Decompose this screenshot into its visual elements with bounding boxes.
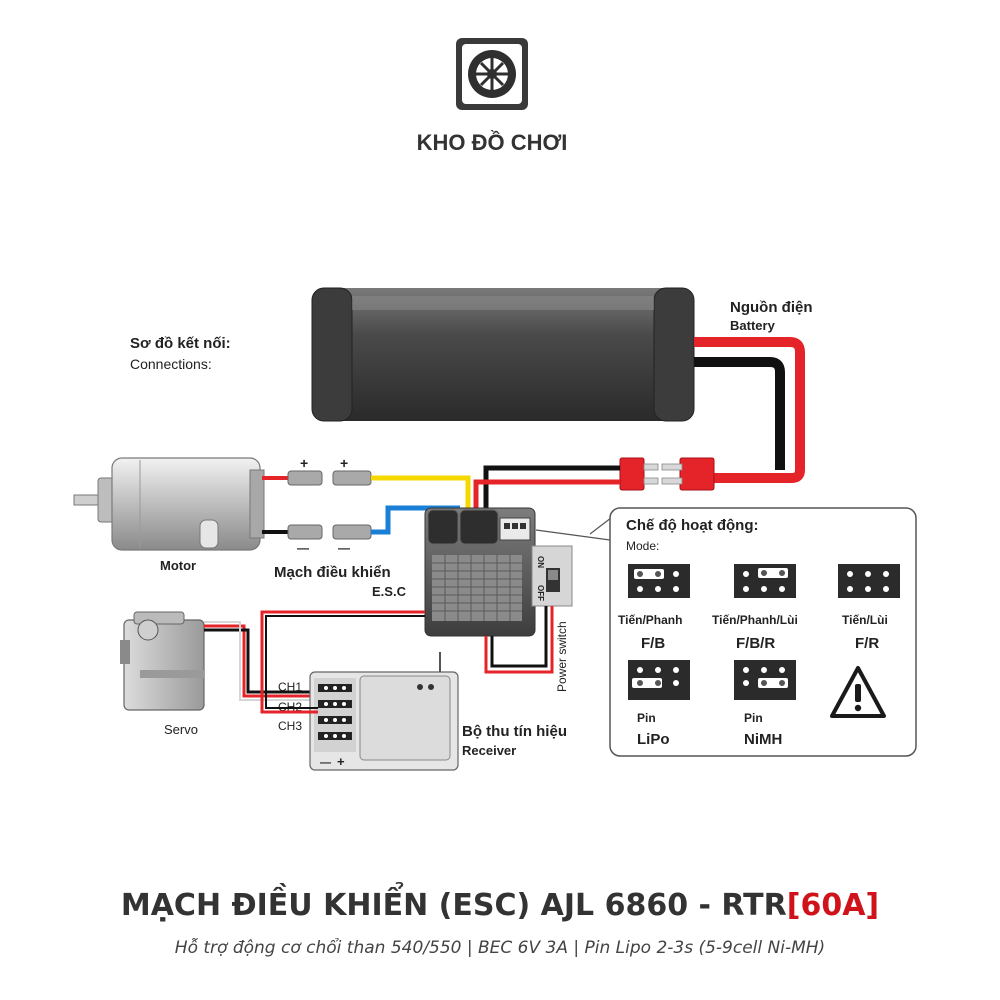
- battery-type-nimh: NiMH: [744, 731, 782, 748]
- motor-wires: [262, 470, 471, 540]
- jumper-nimh: [734, 660, 796, 700]
- jumper-fr: [838, 564, 900, 598]
- product-title-main: MẠCH ĐIỀU KHIỂN (ESC) AJL 6860 - RTR: [120, 888, 787, 923]
- motor-pos-right: +: [340, 455, 348, 471]
- power-switch-off: OFF: [536, 585, 545, 601]
- receiver-label-vi: Bộ thu tín hiệu: [462, 723, 567, 740]
- motor-neg-right: —: [338, 541, 350, 555]
- esc-label-en: E.S.C: [372, 584, 407, 599]
- mode-panel-title: Chế độ hoạt động:: [626, 517, 758, 534]
- battery-type-prefix-lipo: Pin: [637, 711, 656, 725]
- power-switch-on: ON: [536, 556, 545, 568]
- mode-panel-subtitle: Mode:: [626, 539, 659, 553]
- battery-type-lipo: LiPo: [637, 731, 670, 748]
- jumper-lipo: [628, 660, 690, 700]
- receiver-pos: +: [337, 754, 345, 769]
- esc-unit: [424, 507, 536, 637]
- receiver-ch1: CH1: [278, 680, 302, 694]
- receiver-neg: —: [320, 757, 331, 769]
- esc-label-vi: Mạch điều khiển: [274, 564, 391, 581]
- brand-logo: [456, 38, 528, 110]
- brand-name: KHO ĐỒ CHƠI: [417, 130, 568, 155]
- receiver: [309, 652, 459, 771]
- power-switch-wires: [484, 606, 554, 674]
- power-switch[interactable]: [531, 545, 573, 607]
- power-switch-label: Power switch: [555, 621, 569, 692]
- connections-label-vi: Sơ đồ kết nối:: [130, 335, 231, 352]
- mode-desc-fb: Tiến/Phanh: [618, 613, 682, 627]
- receiver-ch3: CH3: [278, 719, 302, 733]
- battery-label-en: Battery: [730, 318, 776, 333]
- battery-wires: [694, 337, 805, 483]
- motor-label: Motor: [160, 558, 196, 573]
- product-title-accent: [60A]: [786, 888, 880, 923]
- mode-code-fb: F/B: [641, 635, 665, 652]
- jumper-fb: [628, 564, 690, 598]
- warning-triangle-icon: [830, 666, 886, 718]
- mode-code-fr: F/R: [855, 635, 879, 652]
- servo: [120, 611, 205, 711]
- connections-label-en: Connections:: [130, 356, 212, 372]
- mode-panel: [535, 507, 917, 757]
- battery-connector: [619, 457, 715, 491]
- motor-neg-left: —: [297, 541, 309, 555]
- servo-wire: [204, 621, 318, 701]
- battery-type-prefix-nimh: Pin: [744, 711, 763, 725]
- battery-label-vi: Nguồn điện: [730, 299, 813, 316]
- battery-pack: [311, 287, 695, 422]
- esc-signal-wire: [260, 610, 425, 714]
- esc-power-wires: [473, 465, 620, 520]
- motor-pos-left: +: [300, 455, 308, 471]
- mode-desc-fbr: Tiến/Phanh/Lùi: [712, 613, 798, 627]
- motor: [73, 457, 265, 551]
- servo-label: Servo: [164, 722, 198, 737]
- mode-desc-fr: Tiến/Lùi: [842, 613, 888, 627]
- wheel-icon: [468, 50, 516, 98]
- mode-code-fbr: F/B/R: [736, 635, 775, 652]
- product-title: MẠCH ĐIỀU KHIỂN (ESC) AJL 6860 - RTR[60A…: [0, 888, 1000, 923]
- product-subtitle: Hỗ trợ động cơ chổi than 540/550 | BEC 6…: [174, 938, 826, 958]
- receiver-label-en: Receiver: [462, 743, 516, 758]
- jumper-fbr: [734, 564, 796, 598]
